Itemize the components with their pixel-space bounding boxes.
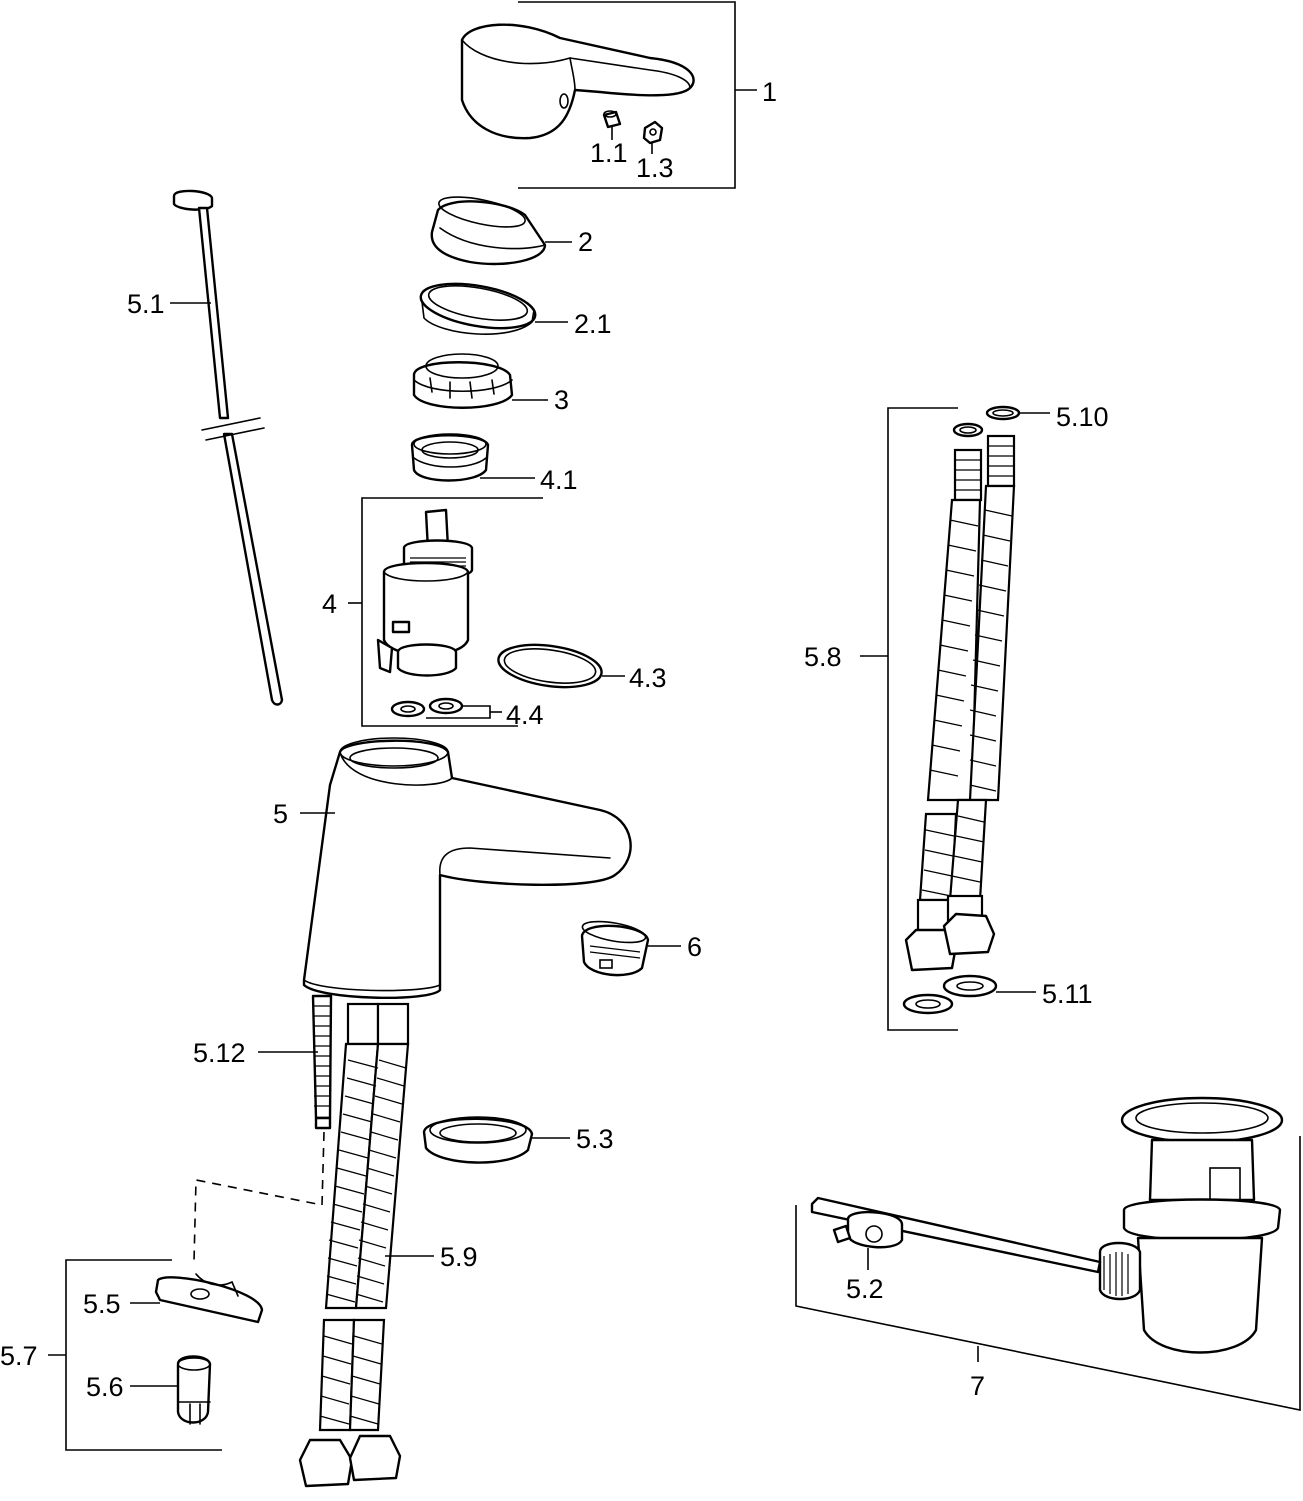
bracket-4 [361,497,543,727]
lift-rod-icon [172,189,284,706]
flexible-hose-icon [298,1002,410,1488]
lever-handle-icon [460,23,695,140]
bracket-5-8 [887,407,958,1031]
bracket-7 [795,1136,1301,1411]
pop-up-drain-icon [810,1096,1284,1354]
label-5-1: 5.1 [127,289,165,319]
aerator-icon [580,920,650,977]
label-4-3: 4.3 [629,663,667,693]
label-5-2: 5.2 [846,1274,884,1304]
cartridge-nut-icon [412,353,514,409]
label-2-1: 2.1 [574,309,612,339]
label-1-1: 1.1 [590,138,628,168]
insert-ring-icon [410,433,490,482]
label-4-4: 4.4 [506,700,544,730]
fixing-nut-icon [176,1355,212,1425]
fixing-ring-icon [422,1116,534,1164]
label-1: 1 [762,77,777,107]
label-6: 6 [687,932,702,962]
label-5-8: 5.8 [804,642,842,672]
label-4: 4 [322,589,337,619]
label-5-3: 5.3 [576,1124,614,1154]
dashed-connection [193,1131,325,1263]
label-5: 5 [273,799,288,829]
bracket-1 [518,1,736,189]
faucet-body-icon [302,737,632,999]
horseshoe-washer-icon [154,1273,264,1324]
label-7: 7 [970,1371,985,1401]
label-5-12: 5.12 [193,1038,246,1068]
flat-washer-icon [902,974,998,1015]
threaded-rod-icon [311,994,333,1130]
grub-screw-icon [602,110,622,129]
label-5-10: 5.10 [1056,402,1109,432]
label-5-11: 5.11 [1042,979,1093,1009]
flexible-hose-icon-right [904,405,1021,972]
label-2: 2 [578,227,593,257]
o-ring-icon [497,643,603,689]
label-1-3: 1.3 [636,153,674,183]
label-3: 3 [554,385,569,415]
label-5-7: 5.7 [0,1341,38,1371]
retaining-ring-icon [419,282,537,335]
cover-cap-icon [430,196,547,266]
label-5-9: 5.9 [440,1242,478,1272]
label-4-1: 4.1 [540,465,578,495]
label-5-6: 5.6 [86,1372,124,1402]
cartridge-icon [376,508,474,677]
label-5-5: 5.5 [83,1289,121,1319]
seal-washer-icon [390,697,464,718]
screw-cap-icon [642,120,664,145]
